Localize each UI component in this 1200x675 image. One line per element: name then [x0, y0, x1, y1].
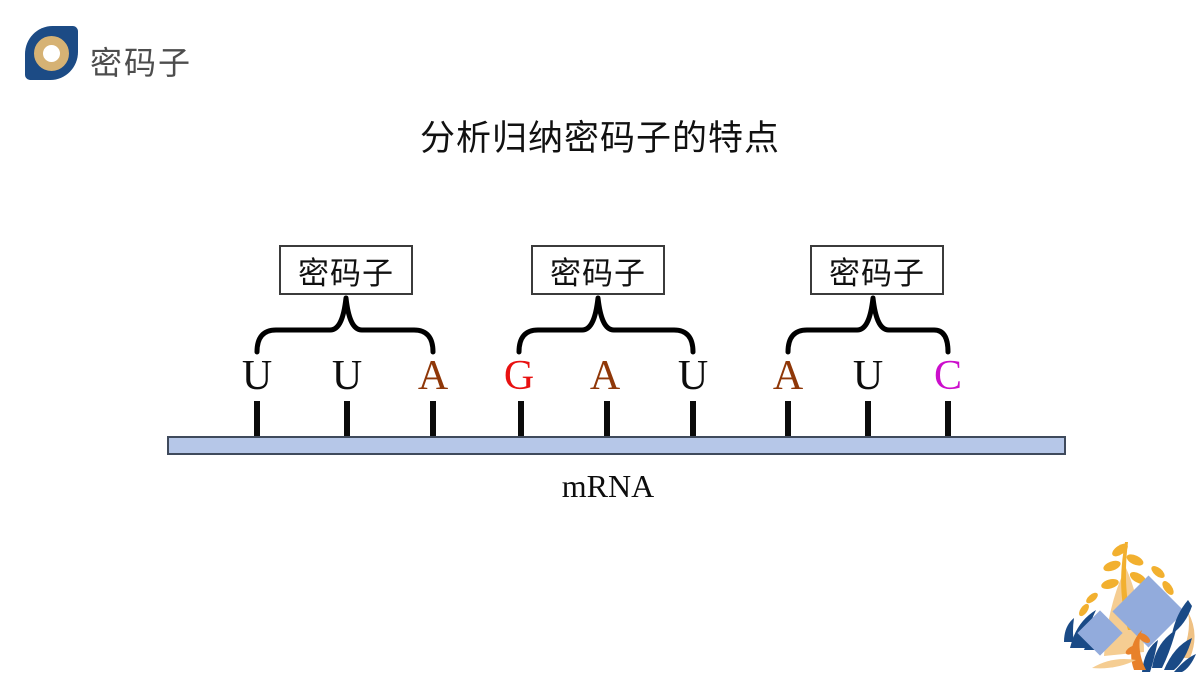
brace-3	[785, 295, 951, 355]
strand-tick	[254, 401, 260, 437]
nucleotide-letter: A	[772, 353, 804, 399]
logo-text: 密码子	[90, 45, 193, 81]
mrna-strand-bar	[167, 436, 1066, 455]
codon-box-1: 密码子	[279, 245, 413, 295]
brace-1	[254, 295, 436, 355]
nucleotide-letter: A	[589, 353, 621, 399]
codon-box-2-label: 密码子	[550, 255, 646, 291]
strand-tick	[430, 401, 436, 437]
strand-tick	[604, 401, 610, 437]
nucleotide-letter: U	[331, 353, 363, 399]
nucleotide-letter: U	[677, 353, 709, 399]
nucleotide-letter: C	[933, 353, 962, 399]
strand-tick	[785, 401, 791, 437]
mrna-label: mRNA	[561, 468, 655, 504]
strand-tick	[690, 401, 696, 437]
slide-title: 分析归纳密码子的特点	[419, 119, 780, 158]
brace-2	[516, 295, 696, 355]
codon-box-3: 密码子	[810, 245, 944, 295]
nucleotide-letter: A	[417, 353, 449, 399]
strand-tick	[344, 401, 350, 437]
codon-box-2: 密码子	[531, 245, 665, 295]
codon-box-3-label: 密码子	[829, 255, 925, 291]
codon-box-1-label: 密码子	[298, 255, 394, 291]
nucleotide-letter: U	[241, 353, 273, 399]
strand-tick	[518, 401, 524, 437]
strand-tick	[865, 401, 871, 437]
nucleotide-letter: G	[503, 353, 535, 399]
logo-ring-icon	[34, 35, 69, 71]
logo-icon	[25, 26, 78, 80]
strand-tick	[945, 401, 951, 437]
plant-decoration-icon	[1064, 542, 1196, 672]
nucleotide-letter: U	[852, 353, 884, 399]
